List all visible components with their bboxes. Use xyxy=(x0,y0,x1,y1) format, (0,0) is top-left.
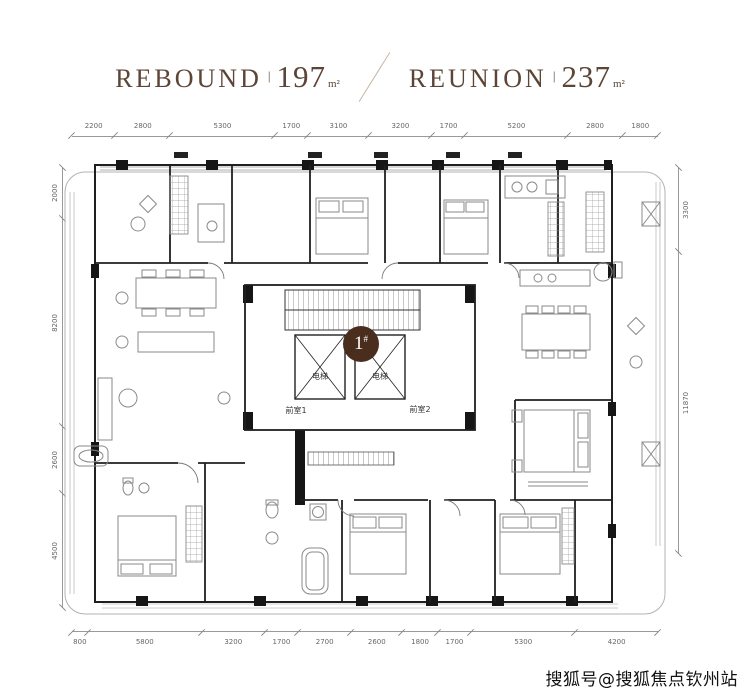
washer xyxy=(309,503,327,521)
dim-segment: 3100 xyxy=(308,122,369,136)
dim-segment: 5300 xyxy=(471,632,575,646)
dims-top: 2200 2800 5300 1700 3100 3200 1700 5200 2800 1800 xyxy=(72,122,658,137)
dim-segment: 3200 xyxy=(369,122,432,136)
unit-number-badge: 1 # xyxy=(343,326,379,362)
dim-segment: 5200 xyxy=(465,122,567,136)
unit-name: REBOUND xyxy=(115,64,262,93)
unit-area: 197 xyxy=(276,59,326,94)
exterior-walls xyxy=(94,164,613,603)
closets xyxy=(169,175,605,565)
dim-label: 1800 xyxy=(631,122,650,130)
unit-number-hash: # xyxy=(363,334,369,344)
floorplan-drawing xyxy=(64,152,666,615)
unit-area-unit: m² xyxy=(327,78,340,90)
dim-label: 2800 xyxy=(133,122,152,130)
dim-segment: 1700 xyxy=(438,632,471,646)
bed xyxy=(315,197,369,255)
unit-area: 237 xyxy=(561,59,611,94)
dim-segment: 1700 xyxy=(432,122,465,136)
bed xyxy=(499,513,561,575)
dim-segment: 5800 xyxy=(88,632,202,646)
unit-title-rebound: REBOUND | 197 m² xyxy=(115,59,340,95)
dim-label: 2700 xyxy=(315,638,334,646)
dim-segment: 11870 xyxy=(679,252,693,554)
dim-label: 3200 xyxy=(224,638,243,646)
toilet xyxy=(265,499,279,545)
dim-segment: 2800 xyxy=(115,122,170,136)
door-arcs xyxy=(177,262,526,517)
watermark: 搜狐号@搜狐焦点钦州站 xyxy=(545,670,738,690)
dim-label: 5200 xyxy=(507,122,526,130)
unit-number: 1 xyxy=(354,333,364,354)
furniture xyxy=(73,175,661,595)
dim-segment: 2800 xyxy=(568,122,623,136)
bed xyxy=(117,515,177,577)
dim-label: 2200 xyxy=(84,122,103,130)
stairs xyxy=(284,289,421,331)
corridor-grille xyxy=(307,451,395,466)
unit-name: REUNION xyxy=(408,64,547,93)
columns xyxy=(91,152,616,606)
dim-label: 800 xyxy=(73,638,87,646)
dim-segment: 1700 xyxy=(265,632,298,646)
bed xyxy=(511,409,591,487)
dim-label: 1700 xyxy=(282,122,301,130)
dim-label: 4200 xyxy=(607,638,626,646)
unit-separator: | xyxy=(552,68,559,83)
header: REBOUND | 197 m² REUNION | 237 m² xyxy=(0,48,740,106)
dim-segment: 3200 xyxy=(202,632,265,646)
bed xyxy=(349,513,407,575)
dim-label: 1700 xyxy=(445,638,464,646)
dims-right: 3300 11870 xyxy=(678,168,693,554)
dim-label: 3100 xyxy=(329,122,348,130)
dim-label: 11870 xyxy=(682,391,690,415)
sofa xyxy=(97,377,231,441)
dim-label: 3200 xyxy=(391,122,410,130)
dining-table-right xyxy=(521,305,591,359)
dims-bottom: 800 5800 3200 1700 2700 2600 1800 1700 5300 4200 xyxy=(72,631,658,646)
elevator-label-right: 电梯 xyxy=(372,372,388,381)
dim-segment: 1800 xyxy=(402,632,437,646)
divider-slash xyxy=(358,52,391,102)
elevator-label-left: 电梯 xyxy=(312,372,328,381)
dim-segment: 2200 xyxy=(72,122,115,136)
unit-title-reunion: REUNION | 237 m² xyxy=(409,59,625,95)
desk xyxy=(130,194,225,243)
dim-label: 1800 xyxy=(411,638,429,646)
dim-label: 3300 xyxy=(682,201,690,219)
ac-unit xyxy=(641,201,661,467)
dim-label: 1700 xyxy=(272,638,291,646)
kitchen-island xyxy=(519,269,591,287)
dining-table-left xyxy=(115,269,217,353)
round-table xyxy=(593,261,623,282)
front-room-1-label: 前室1 xyxy=(285,406,307,415)
toilet xyxy=(122,477,150,496)
bathtub xyxy=(301,547,329,595)
dim-segment: 1700 xyxy=(275,122,308,136)
dim-label: 1700 xyxy=(439,122,458,130)
dim-label: 5800 xyxy=(135,638,154,646)
interior-walls xyxy=(95,165,612,602)
bed xyxy=(443,199,489,255)
dim-segment: 4200 xyxy=(575,632,658,646)
unit-separator: | xyxy=(267,68,274,83)
dim-segment: 3300 xyxy=(679,168,693,252)
dim-label: 5300 xyxy=(213,122,232,130)
dim-segment: 800 xyxy=(72,632,88,646)
dim-segment: 5300 xyxy=(170,122,274,136)
kitchen-counter xyxy=(504,175,566,199)
window-lines xyxy=(100,166,606,171)
dim-segment: 2600 xyxy=(351,632,402,646)
front-room-2-label: 前室2 xyxy=(409,405,431,414)
balcony-decor xyxy=(626,316,646,369)
dim-label: 5300 xyxy=(514,638,533,646)
eave-outline xyxy=(64,171,666,615)
dim-label: 2600 xyxy=(367,638,386,646)
dim-label: 2800 xyxy=(586,122,604,130)
dim-segment: 1800 xyxy=(623,122,658,136)
bathtub xyxy=(73,445,109,467)
dim-segment: 2700 xyxy=(298,632,351,646)
unit-area-unit: m² xyxy=(612,78,625,90)
